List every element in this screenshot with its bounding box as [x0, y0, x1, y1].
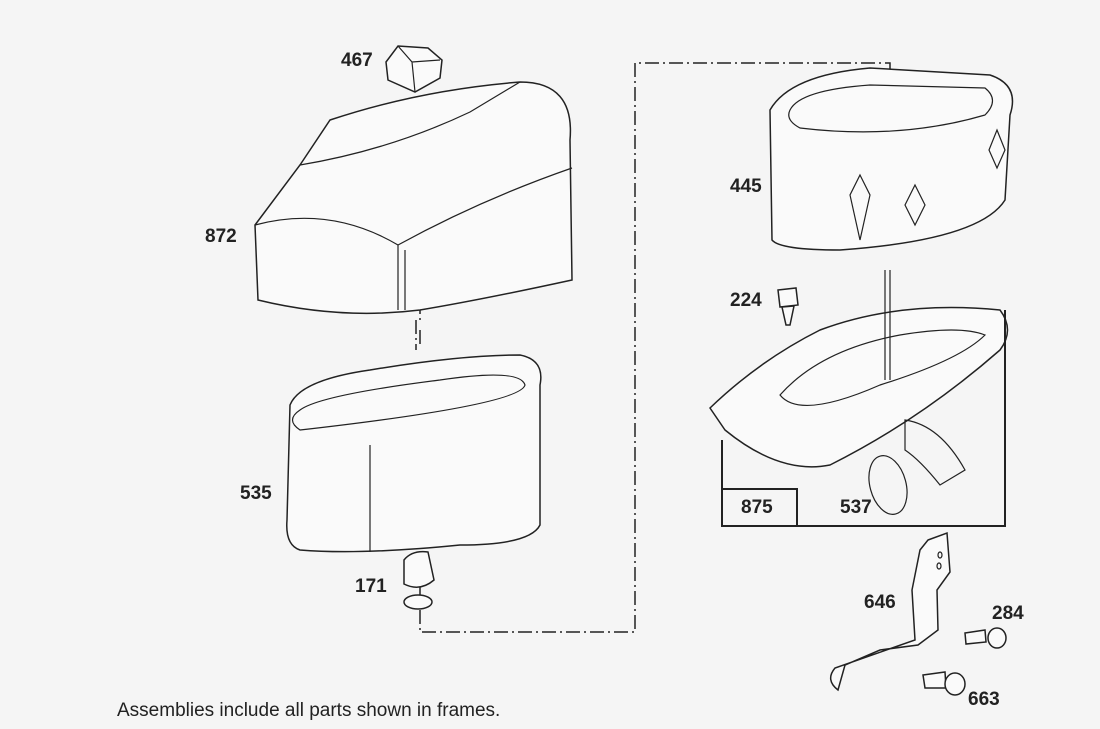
part-label-872: 872 [205, 226, 237, 247]
air-cleaner-cover [254, 81, 573, 315]
air-filter-cartridge [769, 67, 1014, 251]
part-label-467: 467 [341, 50, 373, 71]
part-label-171: 171 [355, 576, 387, 597]
part-label-646: 646 [864, 592, 896, 613]
part-label-537: 537 [840, 497, 872, 518]
assembly-frame [721, 310, 1006, 527]
screw-663 [922, 671, 966, 696]
part-label-224: 224 [730, 290, 762, 311]
footnote: Assemblies include all parts shown in fr… [117, 700, 501, 721]
part-label-875: 875 [741, 497, 773, 518]
part-label-284: 284 [992, 603, 1024, 624]
part-label-663: 663 [968, 689, 1000, 710]
air-cleaner-base [709, 270, 1009, 515]
part-label-445: 445 [730, 176, 762, 197]
part-label-535: 535 [240, 483, 272, 504]
pre-cleaner [286, 354, 542, 553]
screw-224 [777, 287, 799, 326]
bracket [829, 531, 951, 692]
grommet [403, 550, 435, 610]
screw-284 [964, 627, 1007, 649]
